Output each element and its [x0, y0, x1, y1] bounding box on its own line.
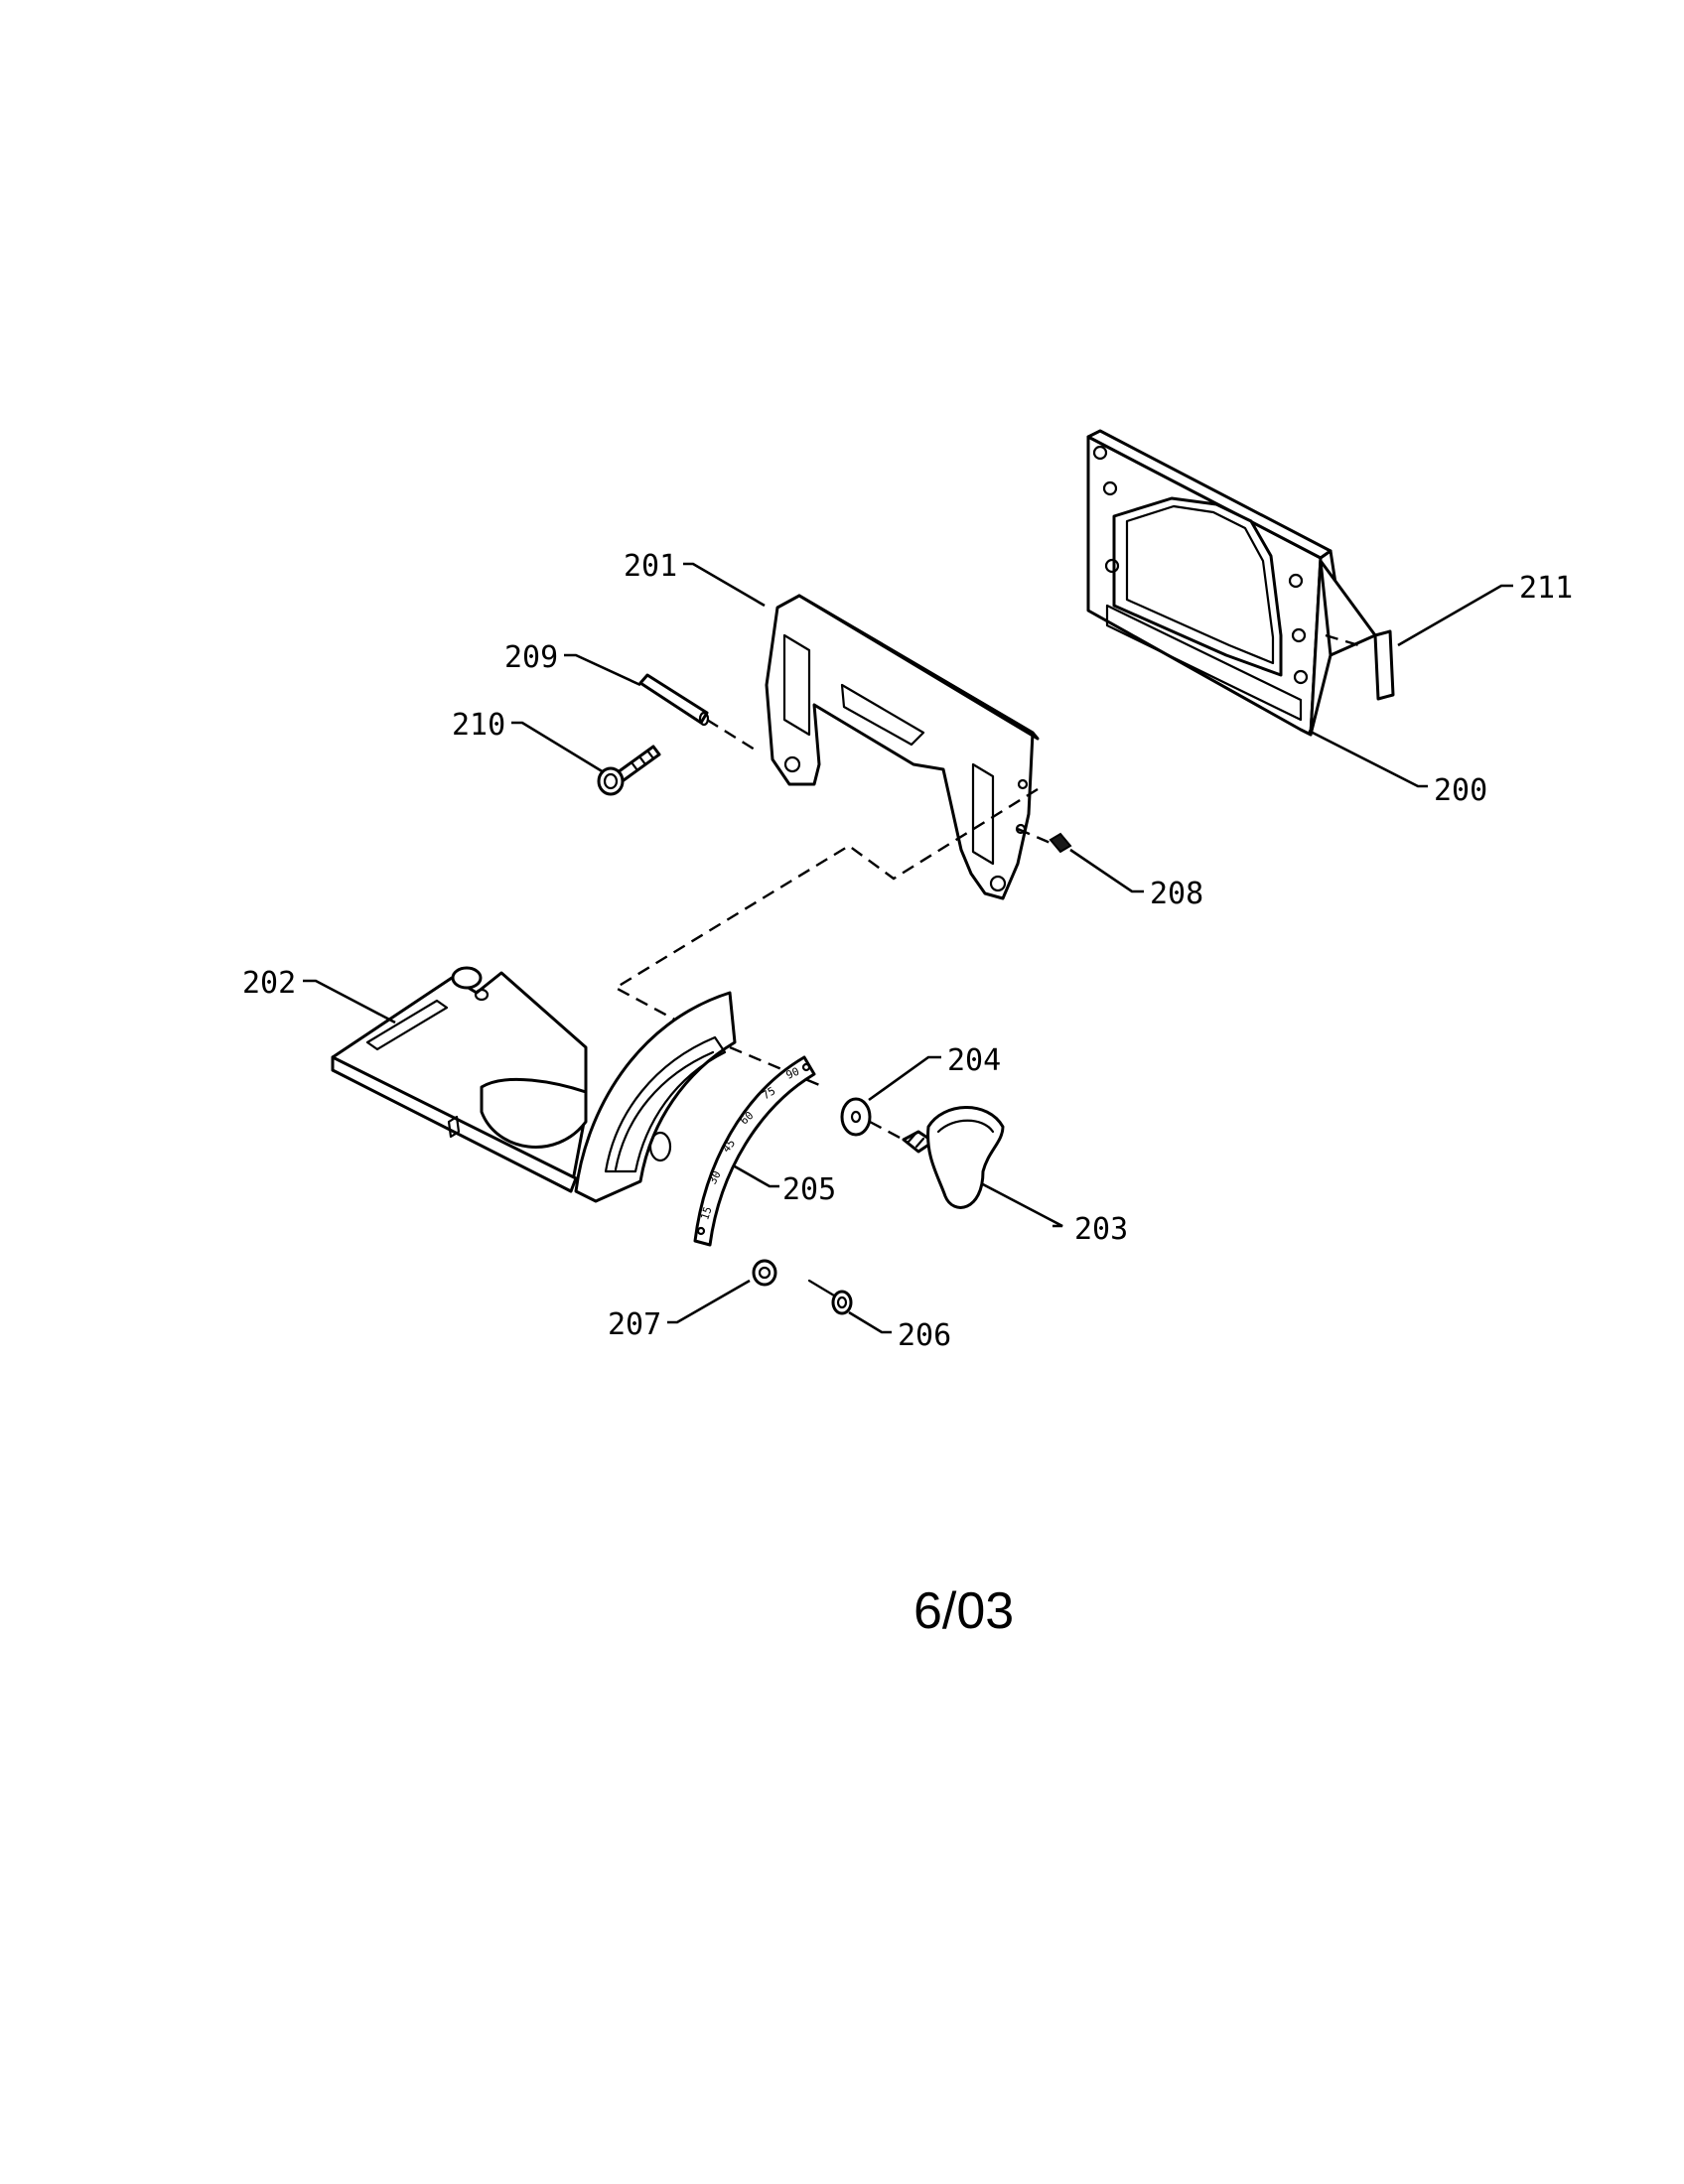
leader-209: [564, 653, 641, 687]
leader-207: [667, 1279, 751, 1324]
leader-206: [848, 1310, 892, 1334]
callout-208: 208: [1150, 877, 1203, 911]
part-210-bolt: [597, 745, 661, 796]
part-203-knob: [902, 1106, 1005, 1209]
leader-210: [511, 721, 605, 774]
assembly-dash-201-202: [613, 787, 1039, 1047]
assembly-dash-203-202: [729, 1045, 825, 1089]
leader-208: [1069, 848, 1144, 893]
callout-201: 201: [624, 549, 677, 584]
callout-200: 200: [1434, 773, 1487, 808]
leader-200: [1308, 729, 1428, 788]
leader-203: [980, 1181, 1063, 1228]
callout-206: 206: [898, 1318, 951, 1353]
part-202-base-bracket: [331, 966, 737, 1203]
leader-202: [303, 979, 396, 1024]
part-209-pin: [638, 673, 710, 727]
leader-lines: [303, 562, 1513, 1334]
assembly-dash-204-203: [869, 1120, 905, 1142]
part-205-angle-scale: 15 30 45 60 75 90: [693, 1055, 816, 1247]
part-204-washer: [840, 1097, 872, 1137]
scale-mark-45: 45: [720, 1137, 738, 1155]
callout-210: 210: [452, 708, 505, 743]
part-200-mounting-plate: [1086, 429, 1377, 737]
callout-202: 202: [242, 966, 296, 1001]
callout-204: 204: [947, 1043, 1001, 1078]
callout-203: 203: [1074, 1212, 1128, 1247]
leader-201: [683, 562, 766, 608]
scale-mark-90: 90: [784, 1065, 801, 1082]
scale-mark-15: 15: [698, 1205, 714, 1222]
part-208-set-screw: [1049, 832, 1072, 854]
assembly-dash-201-208: [1017, 827, 1053, 846]
scale-mark-30: 30: [706, 1168, 724, 1186]
callout-205: 205: [782, 1172, 836, 1207]
leader-205: [734, 1164, 779, 1188]
part-206-screw: [807, 1279, 853, 1315]
part-207-nut: [752, 1259, 777, 1287]
callout-209: 209: [504, 640, 558, 675]
part-211-label: [1373, 629, 1395, 701]
scale-mark-75: 75: [760, 1084, 777, 1102]
assembly-dash-209-201: [706, 718, 756, 751]
callout-207: 207: [608, 1307, 661, 1342]
leader-204: [868, 1055, 941, 1102]
part-211-alignment-dash: [1325, 633, 1366, 649]
leader-211: [1397, 584, 1513, 647]
date-code: 6/03: [913, 1582, 1014, 1640]
callout-211: 211: [1519, 571, 1573, 606]
part-201-bracket: [765, 594, 1040, 900]
